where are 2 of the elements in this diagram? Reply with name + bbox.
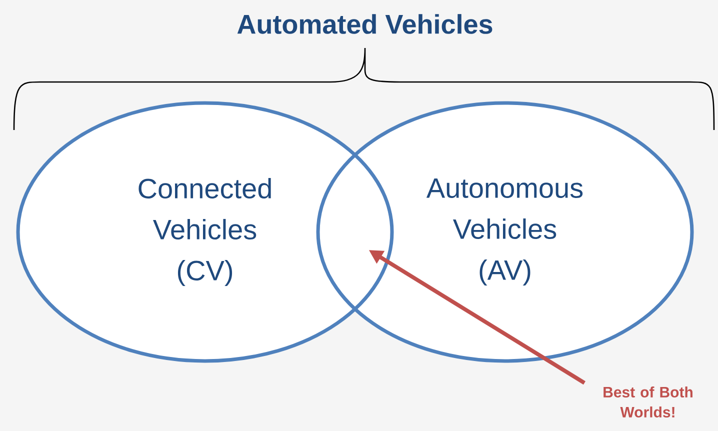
- title: Automated Vehicles: [237, 14, 492, 34]
- callout-text: Best of Both Worlds!: [604, 386, 692, 418]
